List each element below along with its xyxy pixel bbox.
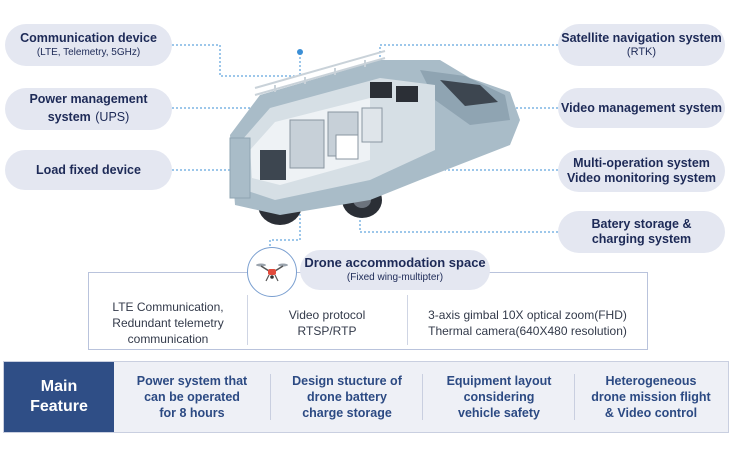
label-video-management: Video management system — [558, 88, 725, 128]
spec-camera-line2: Thermal camera(640X480 resolution) — [428, 324, 627, 338]
load-fixed-device-title: Load fixed device — [36, 162, 141, 177]
feature-line: charge storage — [302, 406, 392, 421]
satellite-navigation-title: Satellite navigation system — [561, 30, 722, 45]
drone-icon — [247, 247, 297, 297]
feature-line: for 8 hours — [159, 406, 225, 421]
spec-communication-line1: LTE Communication, — [112, 300, 224, 314]
spec-video-protocol: Video protocol RTSP/RTP — [248, 307, 406, 351]
spec-video-protocol-line2: RTSP/RTP — [297, 324, 357, 338]
feature-line: & Video control — [604, 406, 698, 421]
feature-heterogeneous-drone: Heterogeneous drone mission flight & Vid… — [576, 362, 726, 432]
drone-accommodation-label: Drone accommodation space (Fixed wing-mu… — [300, 250, 490, 290]
feature-line: drone battery — [307, 389, 387, 404]
multi-operation-title: Multi-operation system — [573, 156, 710, 170]
van-illustration — [229, 50, 520, 225]
label-satellite-navigation: Satellite navigation system (RTK) — [558, 24, 725, 66]
feature-divider — [422, 374, 423, 420]
main-feature-label-line2: Feature — [30, 398, 88, 415]
feature-line: considering — [463, 389, 535, 404]
battery-storage-title2: charging system — [591, 232, 692, 246]
feature-equipment-layout: Equipment layout considering vehicle saf… — [424, 362, 574, 432]
feature-divider — [574, 374, 575, 420]
battery-storage-title: Batery storage & — [591, 217, 692, 231]
label-power-management: Power management system (UPS) — [5, 88, 172, 130]
spec-video-protocol-line1: Video protocol — [288, 308, 366, 322]
feature-line: Equipment layout — [446, 373, 552, 388]
spec-communication-line2: Redundant telemetry — [112, 316, 224, 330]
accommodation-sub: (Fixed wing-multipter) — [346, 272, 444, 283]
feature-line: can be operated — [144, 389, 240, 404]
satellite-navigation-sub: (RTK) — [626, 45, 657, 58]
multi-operation-title2: Video monitoring system — [566, 171, 717, 185]
spec-communication-line3: communication — [127, 332, 209, 346]
power-management-sub: (UPS) — [95, 109, 130, 124]
main-feature-bar: Main Feature Power system that can be op… — [3, 361, 729, 433]
feature-line: Design stucture of — [292, 373, 402, 388]
label-load-fixed-device: Load fixed device — [5, 150, 172, 190]
feature-line: drone mission flight — [591, 389, 711, 404]
accommodation-title: Drone accommodation space — [304, 255, 486, 270]
feature-divider — [270, 374, 271, 420]
spec-communication: LTE Communication, Redundant telemetry c… — [89, 299, 247, 346]
communication-device-sub: (LTE, Telemetry, 5GHz) — [36, 47, 141, 58]
communication-device-title: Communication device — [20, 31, 157, 45]
power-management-title: Power management — [29, 91, 148, 106]
main-feature-label-line1: Main — [40, 378, 78, 395]
spec-camera: 3-axis gimbal 10X optical zoom(FHD) Ther… — [408, 307, 647, 351]
feature-battery-design: Design stucture of drone battery charge … — [272, 362, 422, 432]
feature-line: Heterogeneous — [605, 373, 697, 388]
feature-power-system: Power system that can be operated for 8 … — [116, 362, 268, 432]
label-multi-operation: Multi-operation system Video monitoring … — [558, 150, 725, 192]
label-battery-storage: Batery storage & charging system — [558, 211, 725, 253]
video-management-title: Video management system — [561, 100, 722, 115]
power-management-title2: system — [47, 109, 91, 124]
main-feature-label: Main Feature — [4, 362, 114, 432]
spec-divider — [407, 295, 408, 345]
spec-divider — [247, 295, 248, 345]
feature-line: vehicle safety — [458, 406, 540, 421]
feature-line: Power system that — [136, 373, 248, 388]
label-communication-device: Communication device (LTE, Telemetry, 5G… — [5, 24, 172, 66]
spec-camera-line1: 3-axis gimbal 10X optical zoom(FHD) — [428, 308, 627, 322]
